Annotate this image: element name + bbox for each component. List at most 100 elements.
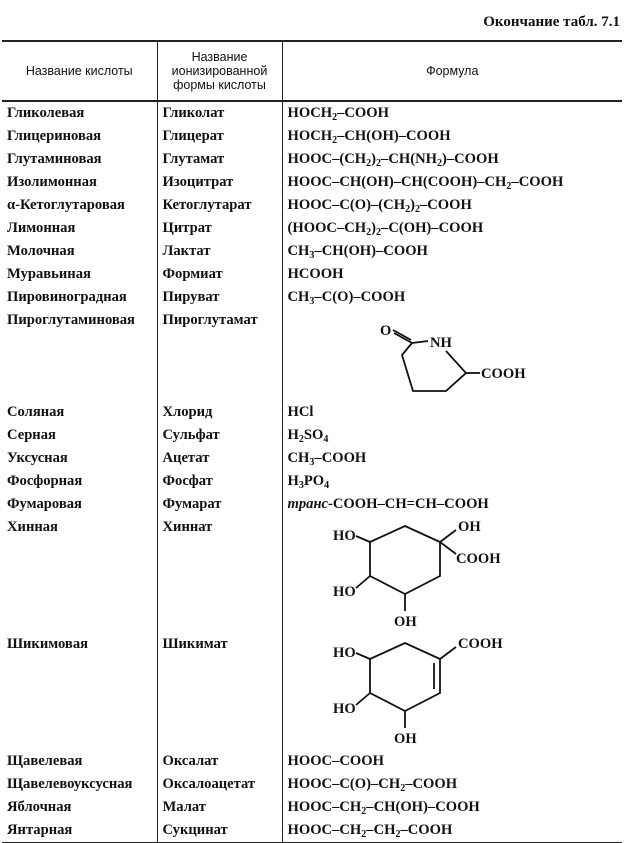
ho-label-1: HO — [333, 645, 356, 661]
ion-name: Ацетат — [156, 447, 283, 470]
acid-name: Глутаминовая — [7, 151, 102, 167]
structure-cell: HO OH COOH HO OH — [282, 516, 622, 633]
ion-name: Хлорид — [156, 401, 283, 424]
ion-name: Формиат — [156, 263, 283, 286]
formula: HOCH2–CH(OH)–COOH — [287, 128, 451, 146]
pyrrolidone-ring — [400, 342, 467, 392]
ion-name: Оксалоацетат — [156, 773, 283, 796]
header-formula: Формула — [282, 40, 622, 102]
acid-name: Щавелевоуксусная — [7, 776, 133, 792]
ion-name: Фосфат — [156, 470, 283, 493]
formula: H3PO4 — [287, 473, 330, 491]
acids-table: Название кислоты Название ионизированной… — [2, 40, 622, 843]
ho-label-2: HO — [333, 584, 356, 600]
header-ion-line2: ионизированной — [171, 64, 268, 78]
formula: H2SO4 — [287, 427, 329, 445]
carbonyl-bond-2 — [392, 329, 411, 341]
cooh-label: COOH — [458, 636, 503, 652]
formula: CH3–COOH — [287, 450, 367, 468]
ho-label-2: HO — [333, 701, 356, 717]
ion-name: Глутамат — [156, 148, 283, 171]
formula: HOOC–CH(OH)–CH(COOH)–CH2–COOH — [287, 174, 564, 192]
header-acid-name: Название кислоты — [2, 40, 157, 102]
quinic-structure: HO OH COOH HO OH — [333, 519, 501, 630]
ion-name: Малат — [156, 796, 283, 819]
cooh-label: COOH — [481, 366, 526, 382]
oh1-bond — [438, 529, 457, 543]
acid-name: Гликолевая — [7, 105, 85, 121]
header-ion-line1: Название — [191, 50, 248, 64]
header-ion-name: Название ионизированной формы кислоты — [156, 40, 283, 102]
carbonyl-oxygen-label: O — [380, 323, 391, 339]
ion-name: Гликолат — [156, 101, 283, 125]
cooh-bond — [438, 541, 457, 555]
formula: HOOC–(CH2)2–CH(NH2)–COOH — [287, 151, 499, 169]
ho1-bond — [355, 535, 370, 543]
formula: CH3–C(O)–COOH — [287, 289, 406, 307]
acid-name: Пироглутаминовая — [7, 312, 135, 328]
oh-label: OH — [394, 731, 417, 747]
acid-name: Яблочная — [7, 799, 72, 815]
ion-name: Сукцинат — [156, 819, 283, 843]
acid-name: Соляная — [7, 404, 65, 420]
ho-label-1: HO — [333, 528, 356, 544]
acid-name: Фумаровая — [7, 496, 82, 512]
formula: HCl — [287, 404, 314, 420]
acid-name: Уксусная — [7, 450, 68, 466]
oh-label-1: OH — [458, 519, 481, 535]
acid-name: Лимонная — [7, 220, 76, 236]
formula: HOOC–C(O)–CH2–COOH — [287, 776, 458, 794]
cyclohexene-ring — [368, 642, 441, 713]
cooh-bond — [438, 646, 457, 660]
acid-name: Молочная — [7, 243, 75, 259]
oh-label-2: OH — [394, 614, 417, 630]
structure-cell: HO COOH HO OH — [282, 633, 622, 750]
cooh-label: COOH — [456, 551, 501, 567]
ion-name: Шикимат — [156, 633, 283, 750]
ion-name: Изоцитрат — [156, 171, 283, 194]
ho1-bond — [355, 652, 370, 660]
formula: CH3–CH(OH)–COOH — [287, 243, 428, 261]
acid-name: Муравьиная — [7, 266, 91, 282]
acid-name: Хинная — [7, 519, 58, 535]
header-row: Название кислоты Название ионизированной… — [2, 40, 622, 102]
acid-name: Щавелевая — [7, 753, 83, 769]
acid-name: Фосфорная — [7, 473, 83, 489]
table-caption: Окончание табл. 7.1 — [483, 14, 620, 30]
ion-name: Фумарат — [156, 493, 283, 516]
ion-name: Кетоглутарат — [156, 194, 283, 217]
acid-name: Серная — [7, 427, 56, 443]
formula: транс-COOH–CH=CH–COOH — [287, 496, 489, 512]
ion-name: Хиннат — [156, 516, 283, 633]
ion-name: Сульфат — [156, 424, 283, 447]
ho2-bond — [354, 692, 371, 706]
formula: (HOOC–CH2)2–C(OH)–COOH — [287, 220, 484, 238]
ho2-bond — [354, 575, 371, 589]
formula: HOOC–C(O)–(CH2)2–COOH — [287, 197, 472, 215]
shikimic-structure: HO COOH HO OH — [333, 636, 503, 747]
acid-name: Глицериновая — [7, 128, 102, 144]
acid-name: Пировиноградная — [7, 289, 127, 305]
formula: HOOC–COOH — [287, 753, 384, 769]
ion-name: Пируват — [156, 286, 283, 309]
